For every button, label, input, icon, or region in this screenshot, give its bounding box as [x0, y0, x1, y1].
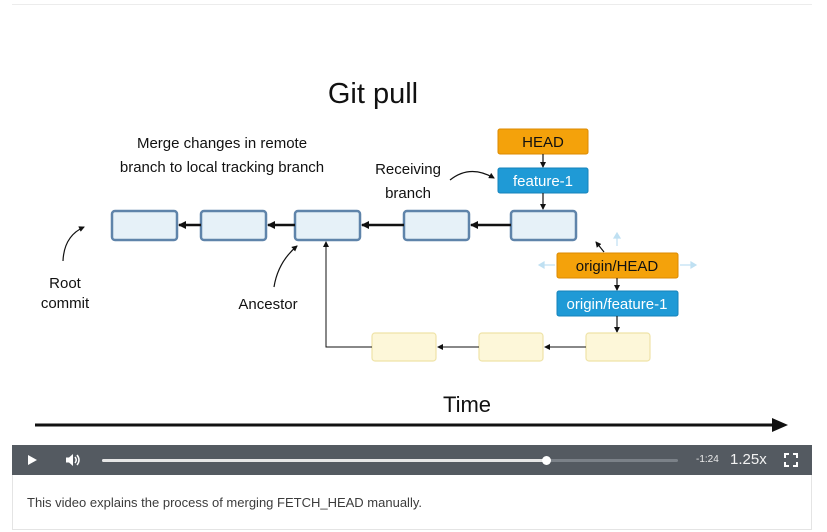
top-divider [12, 4, 812, 5]
volume-icon [66, 454, 80, 466]
play-button[interactable] [22, 445, 42, 475]
time-remaining: -1:24 [696, 454, 719, 465]
remote-commit [585, 332, 651, 362]
time-axis-arrowhead [772, 418, 788, 432]
ancestor-pointer [273, 245, 298, 288]
slide-title: Git pull [328, 78, 418, 110]
video-slide: Git pull Merge changes in remote branch … [35, 78, 788, 432]
ancestor-commit [293, 209, 362, 242]
ancestor-label: Ancestor [238, 296, 297, 313]
receiving-branch-pointer [449, 170, 495, 181]
origin-head-pointer [595, 241, 605, 253]
move-handles [537, 231, 698, 270]
progress-bar[interactable] [102, 456, 678, 465]
root-commit-line-2: commit [41, 295, 90, 312]
caption-text: This video explains the process of mergi… [27, 495, 422, 510]
tip-commit [509, 209, 578, 242]
feature-branch-label: feature-1 [513, 173, 573, 190]
root-commit-line-1: Root [49, 275, 82, 292]
root-commit [110, 209, 179, 242]
play-icon [28, 455, 37, 465]
origin-feature-label: origin/feature-1 [567, 296, 668, 313]
root-pointer [62, 226, 85, 262]
remote-commit [478, 332, 544, 362]
fullscreen-button[interactable] [782, 445, 800, 475]
progress-handle[interactable] [541, 456, 551, 465]
fullscreen-icon [784, 453, 798, 467]
origin-head-label: origin/HEAD [576, 258, 659, 275]
progress-played [102, 459, 546, 462]
merge-note-line-2: branch to local tracking branch [120, 159, 324, 176]
commit-node [402, 209, 471, 242]
receiving-branch-line-2: branch [385, 185, 431, 202]
merge-note-line-1: Merge changes in remote [137, 135, 307, 152]
receiving-branch-line-1: Receiving [375, 161, 441, 178]
head-ref-label: HEAD [522, 134, 564, 151]
video-controls: -1:24 1.25x [12, 445, 812, 475]
remote-to-ancestor-arrow [323, 241, 372, 348]
commit-node [199, 209, 268, 242]
volume-button[interactable] [62, 445, 84, 475]
time-label: Time [443, 392, 491, 417]
video-caption: This video explains the process of mergi… [12, 475, 812, 530]
git-pull-diagram: Git pull Merge changes in remote branch … [35, 78, 788, 432]
playback-speed-button[interactable]: 1.25x [730, 451, 767, 468]
remote-commit [371, 332, 437, 362]
